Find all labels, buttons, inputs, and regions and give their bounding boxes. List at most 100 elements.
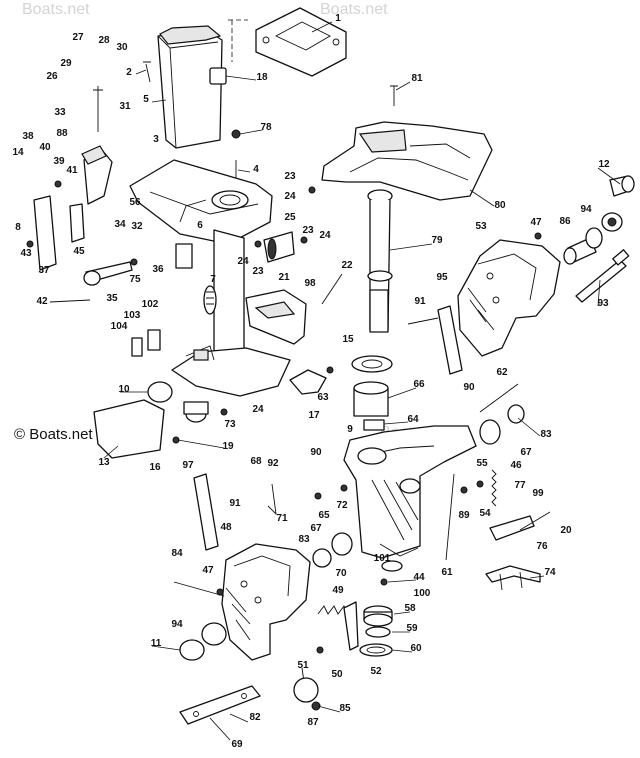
- swivel-tube: [367, 189, 393, 333]
- part-number-label: 56: [129, 197, 141, 208]
- part-number-label: 17: [308, 410, 320, 421]
- part-number-label: 16: [149, 462, 161, 473]
- part-number-label: 24: [237, 256, 249, 267]
- part-number-label: 36: [152, 264, 164, 275]
- part-number-label: 25: [284, 212, 296, 223]
- part-number-label: 54: [479, 508, 491, 519]
- part-number-label: 91: [414, 296, 426, 307]
- part-number-label: 22: [341, 260, 353, 271]
- part-number-label: 26: [46, 71, 58, 82]
- part-number-label: 24: [284, 191, 296, 202]
- part-number-label: 100: [414, 588, 431, 599]
- part-number-label: 15: [342, 334, 354, 345]
- part-number-label: 30: [116, 42, 128, 53]
- part-number-label: 87: [307, 717, 319, 728]
- part-number-label: 86: [559, 216, 571, 227]
- part-number-label: 1: [335, 13, 341, 24]
- tilt-tube-parts: [563, 175, 635, 265]
- shallow-water-linkage: [485, 515, 541, 591]
- swivel-bracket: [343, 425, 477, 572]
- part-number-label: 91: [229, 498, 241, 509]
- part-number-label: 24: [252, 404, 264, 415]
- part-number-label: 29: [60, 58, 72, 69]
- collars-rings: [359, 605, 393, 657]
- part-number-label: 14: [12, 147, 24, 158]
- part-number-label: 7: [210, 274, 216, 285]
- watermark-text: Boats.net: [320, 1, 388, 18]
- part-number-label: 43: [20, 248, 32, 259]
- part-number-label: 52: [370, 666, 382, 677]
- part-number-label: 32: [131, 221, 143, 232]
- part-number-label: 97: [182, 460, 194, 471]
- thrust-rod: [179, 685, 261, 725]
- clamp-bracket-right: [457, 239, 561, 357]
- part-number-label: 24: [319, 230, 331, 241]
- part-number-label: 74: [544, 567, 556, 578]
- lower-mount: [263, 231, 295, 263]
- part-number-label: 64: [407, 414, 419, 425]
- part-number-label: 70: [335, 568, 347, 579]
- watermark-text: Boats.net: [22, 1, 90, 18]
- part-number-label: 53: [475, 221, 487, 232]
- part-number-label: 79: [431, 235, 443, 246]
- part-number-label: 48: [220, 522, 232, 533]
- part-number-label: 94: [580, 204, 592, 215]
- part-number-label: 39: [53, 156, 65, 167]
- part-number-label: 58: [404, 603, 416, 614]
- part-number-label: 51: [297, 660, 309, 671]
- part-number-label: 89: [458, 510, 470, 521]
- part-number-label: 50: [331, 669, 343, 680]
- part-number-label: 31: [119, 101, 131, 112]
- tilt-spring: [491, 469, 497, 507]
- swivel-bushings: [351, 355, 393, 431]
- part-number-label: 78: [260, 122, 272, 133]
- part-number-label: 21: [278, 272, 290, 283]
- part-number-label: 65: [318, 510, 330, 521]
- part-number-label: 82: [249, 712, 261, 723]
- part-number-label: 19: [222, 441, 234, 452]
- fasteners: [26, 61, 551, 741]
- part-number-label: 5: [143, 94, 149, 105]
- part-number-label: 4: [253, 164, 259, 175]
- part-number-label: 44: [413, 572, 425, 583]
- part-number-label: 20: [560, 525, 572, 536]
- part-number-label: 38: [22, 131, 34, 142]
- part-number-label: 6: [197, 220, 203, 231]
- lower-exhaust-housing: [171, 229, 291, 397]
- part-number-label: 102: [142, 299, 159, 310]
- part-number-label: 61: [441, 567, 453, 578]
- part-number-label: 3: [153, 134, 159, 145]
- part-number-label: 85: [339, 703, 351, 714]
- part-number-label: 92: [267, 458, 279, 469]
- part-number-label: 84: [171, 548, 183, 559]
- part-number-label: 28: [98, 35, 110, 46]
- part-number-label: 101: [374, 553, 391, 564]
- part-number-label: 83: [298, 534, 310, 545]
- part-number-label: 66: [413, 379, 425, 390]
- part-number-label: 33: [54, 107, 66, 118]
- part-number-label: 94: [171, 619, 183, 630]
- part-number-label: 81: [411, 73, 423, 84]
- part-number-label: 35: [106, 293, 118, 304]
- exhaust-gasket-plate: [255, 7, 347, 77]
- exhaust-housing: [157, 25, 225, 149]
- part-number-label: 47: [530, 217, 542, 228]
- part-number-label: 34: [114, 219, 126, 230]
- part-number-label: 99: [532, 488, 544, 499]
- part-number-label: 41: [66, 165, 78, 176]
- part-number-label: 2: [126, 67, 132, 78]
- shift-rod-bracket: [245, 289, 307, 345]
- part-number-label: 77: [514, 480, 526, 491]
- part-number-label: 27: [72, 32, 84, 43]
- part-number-label: 9: [347, 424, 353, 435]
- part-number-label: 46: [510, 460, 522, 471]
- part-number-label: 40: [39, 142, 51, 153]
- part-number-label: 88: [56, 128, 68, 139]
- part-number-label: 80: [494, 200, 506, 211]
- mount-covers: [93, 369, 327, 459]
- part-number-label: 23: [252, 266, 264, 277]
- part-number-label: 12: [598, 159, 610, 170]
- part-number-label: 42: [36, 296, 48, 307]
- part-number-label: 47: [202, 565, 214, 576]
